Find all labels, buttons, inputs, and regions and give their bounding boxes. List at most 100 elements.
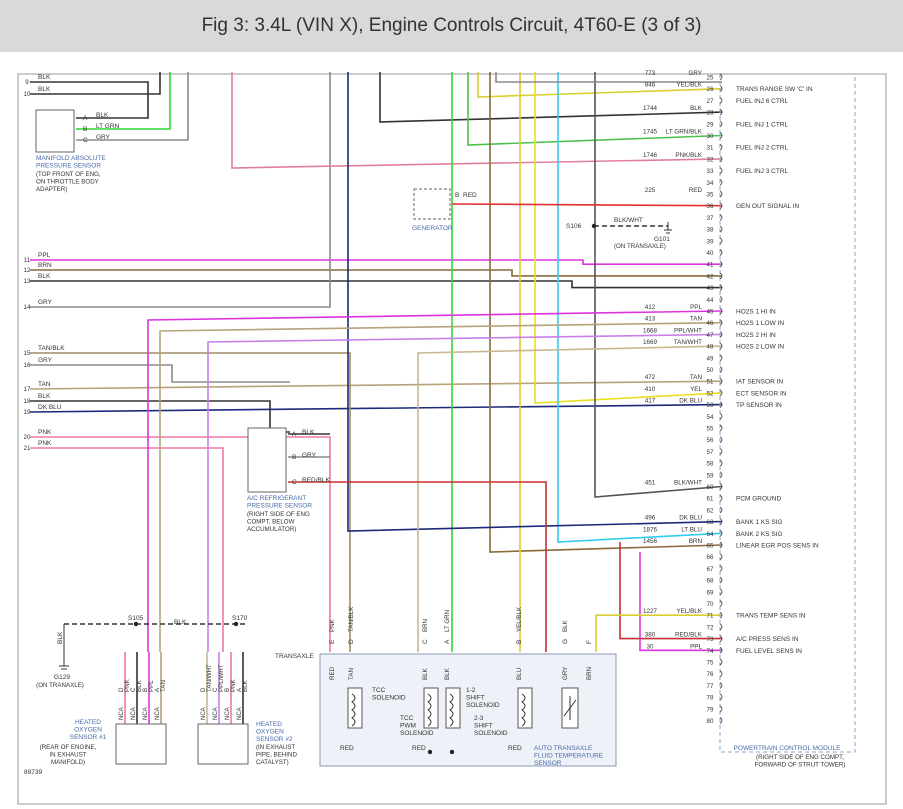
transaxle-red-label: RED [508, 745, 522, 752]
left-connector-pin-number: 18 [24, 398, 31, 405]
pcm-wire-color: PPL [690, 643, 702, 650]
transaxle-inner-wire-color: BRN [586, 667, 593, 680]
tcc-pwm-solenoid-name: PWM [400, 723, 416, 730]
pcm-pin-function: GEN OUT SIGNAL IN [736, 203, 800, 210]
pcm-pin-terminal [719, 85, 723, 93]
pcm-pin-terminal [719, 284, 723, 291]
pcm-pin-number: 78 [707, 695, 714, 702]
wire-pnk-pin21 [30, 447, 224, 652]
pcm-pin-terminal [719, 459, 723, 467]
ac-sensor-pin: A [292, 431, 297, 438]
pcm-pin-number: 59 [707, 472, 714, 479]
pcm-pin-terminal [719, 518, 723, 525]
pcm-wire-color: BLK/WHT [674, 480, 702, 487]
tcc-pwm-solenoid-coil [427, 693, 432, 727]
ho2s2-nca: NCA [225, 707, 231, 720]
pcm-pin-terminal [719, 424, 723, 432]
pcm-wire-color: LT GRN/BLK [666, 129, 703, 136]
pcm-pin-terminal [719, 623, 723, 631]
map-sensor-wire-color: BLK [96, 112, 109, 119]
left-connector-pin-number: 14 [24, 304, 31, 311]
transaxle-pin: F [586, 640, 593, 644]
pcm-wire-circuit: 451 [645, 480, 656, 487]
ho2s2-pin: B [224, 688, 231, 692]
pcm-pin-number: 49 [707, 355, 714, 362]
transaxle-wire-color: BLK [562, 619, 569, 632]
ac-sensor-pin: C [292, 479, 297, 486]
pcm-pin-number: 39 [707, 238, 714, 245]
pcm-wire-color: PPL/WHT [674, 327, 702, 334]
label-layer: 2526272829303132333435363738394041424344… [24, 70, 846, 776]
map-sensor-pin: B [83, 126, 87, 133]
pcm-pin-number: 60 [707, 484, 714, 491]
transaxle-pin: B [516, 640, 523, 644]
pcm-pin-number: 26 [707, 86, 714, 93]
pcm-pin-number: 80 [707, 718, 714, 725]
pcm-wire-color: PPL [690, 304, 702, 311]
map-sensor-wire-color: GRY [96, 134, 111, 141]
shift23-solenoid-name: 2-3 [474, 715, 484, 722]
diagram-title-bar: Fig 3: 3.4L (VIN X), Engine Controls Cir… [0, 0, 903, 52]
transaxle-wire-color: LT GRN [444, 610, 451, 632]
pcm-pin-number: 43 [707, 285, 714, 292]
ac-sensor-body [247, 427, 287, 493]
pcm-pin-number: 72 [707, 624, 714, 631]
left-connector-pin-number: 15 [24, 350, 31, 357]
pcm-pin-number: 44 [707, 297, 714, 304]
pcm-pin-number: 67 [707, 566, 714, 573]
ac-sensor-name: PRESSURE SENSOR [247, 503, 312, 510]
pcm-pin-terminal [719, 600, 723, 607]
pcm-pin-number: 52 [707, 390, 714, 397]
pcm-pin-function: FUEL INJ 2 CTRL [736, 145, 789, 152]
left-connector-wire-color: GRY [38, 357, 53, 364]
tcc-pwm-solenoid-name: TCC [400, 715, 414, 722]
transaxle-red-label: RED [340, 745, 354, 752]
transaxle-inner-wire-color: TAN [348, 668, 355, 680]
ho2s1-nca: NCA [131, 707, 137, 720]
pcm-wire-color: YEL [690, 386, 702, 393]
pcm-pin-terminal [719, 73, 723, 81]
ac-sensor-location: ACCUMULATOR) [247, 526, 296, 533]
left-connector-pin-number: 12 [24, 267, 31, 274]
generator-name: GENERATOR [412, 225, 453, 232]
pcm-wire-color: PNK/BLK [675, 152, 702, 159]
pcm-pin-number: 66 [707, 554, 714, 561]
transaxle-red-splice [427, 749, 433, 755]
pcm-wire-circuit: 417 [645, 398, 656, 405]
pcm-pin-number: 36 [707, 203, 714, 210]
pcm-pin-function: FUEL LEVEL SENS IN [736, 648, 802, 655]
pcm-pin-terminal [719, 529, 723, 537]
wire-yel-ect [534, 72, 723, 404]
pcm-pin-terminal [719, 541, 723, 549]
pcm-pin-function: TP SENSOR IN [736, 402, 782, 409]
splice-s106 [591, 223, 597, 229]
pcm-pin-function: ECT SENSOR IN [736, 390, 787, 397]
wire-redblk-acpress [619, 542, 722, 640]
ground-symbol-g101 [664, 222, 672, 234]
wiring-diagram: 2526272829303132333435363738394041424344… [17, 70, 887, 805]
transaxle-pin: G [562, 639, 569, 644]
map-sensor-pin: A [83, 115, 88, 122]
map-sensor-wire-color: LT GRN [96, 123, 120, 130]
pcm-pin-terminal [719, 331, 723, 338]
pcm-pin-number: 70 [707, 601, 714, 608]
pcm-wire-circuit: 1668 [643, 327, 658, 334]
splice-s105 [133, 621, 139, 627]
wire-tanwht-ho2s2-low [417, 345, 723, 652]
pcm-pin-number: 54 [707, 414, 714, 421]
pcm-pin-terminal [719, 214, 723, 221]
pcm-pin-number: 75 [707, 660, 714, 667]
pcm-pin-number: 53 [707, 402, 714, 409]
map-sensor-location: (TOP FRONT OF ENG, [36, 171, 101, 178]
transaxle-wire-color: YEL/BLK [516, 606, 523, 632]
left-connector-wire-color: PNK [38, 429, 52, 436]
ho2s1-location: (REAR OF ENGINE, [40, 744, 97, 751]
wire-ppl-pin11 [30, 259, 722, 265]
pcm-pin-terminal [719, 260, 723, 268]
pcm-pin-number: 32 [707, 156, 714, 163]
pcm-pin-number: 69 [707, 589, 714, 596]
left-connector-wire-color: BRN [38, 262, 52, 269]
ho2s1-location: MANIFOLD) [51, 759, 85, 766]
pcm-pin-terminal [719, 132, 723, 139]
pcm-pin-number: 35 [707, 192, 714, 199]
